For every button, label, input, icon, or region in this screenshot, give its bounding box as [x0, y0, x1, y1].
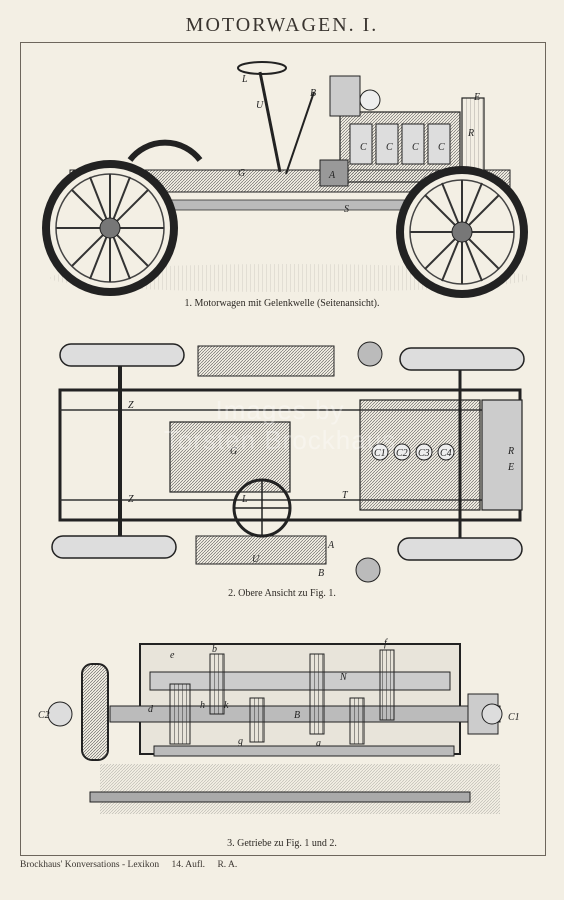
label-A: A	[328, 170, 336, 181]
plate-frame	[20, 42, 546, 856]
gearbox-engraving: e b f N h k B a d g C2 C1	[38, 638, 520, 814]
label-R: R	[507, 446, 514, 457]
top-view-engraving: Z Z G C1 C2 C3 C4 R E L T A U B	[51, 341, 525, 583]
label-B: B	[294, 710, 300, 721]
label-g: g	[238, 736, 243, 747]
label-N: N	[339, 672, 348, 683]
side-view-engraving: L U B E C C C C R A G S	[42, 61, 530, 298]
label-C2: C2	[396, 448, 408, 459]
label-U: U	[256, 100, 264, 111]
label-C3: C3	[418, 448, 430, 459]
footer-edition: 14. Aufl.	[171, 860, 206, 870]
label-S: S	[344, 204, 349, 215]
label-L: L	[241, 494, 248, 505]
label-Z: Z	[128, 400, 134, 411]
footer: Brockhaus' Konversations - Lexikon 14. A…	[20, 860, 247, 870]
label-b: b	[212, 644, 217, 655]
label-d: d	[148, 704, 154, 715]
label-a: a	[316, 738, 321, 749]
label-e: e	[170, 650, 175, 661]
label-C: C	[438, 142, 445, 153]
figure-3-gearbox: e b f N h k B a d g C2 C1	[30, 614, 534, 832]
page-title: MOTORWAGEN. I.	[185, 14, 379, 36]
label-U: U	[252, 554, 260, 565]
label-f: f	[384, 638, 388, 649]
label-C: C	[386, 142, 393, 153]
label-C: C	[412, 142, 419, 153]
label-C4: C4	[440, 448, 452, 459]
front-wheel	[396, 166, 528, 298]
label-C1: C1	[508, 712, 520, 723]
label-E: E	[473, 92, 480, 103]
label-A: A	[327, 540, 335, 551]
label-C1: C1	[374, 448, 386, 459]
label-G: G	[238, 168, 245, 179]
footer-source: Brockhaus' Konversations - Lexikon	[20, 860, 160, 870]
footer-ref: R. A.	[217, 860, 238, 870]
figure-3-caption: 3. Getriebe zu Fig. 1 und 2.	[227, 838, 337, 849]
figure-1-side-view: L U B E C C C C R A G S 1. Motorwagen mi…	[30, 52, 534, 302]
rear-wheel	[42, 160, 178, 296]
label-h: h	[200, 700, 205, 711]
label-G: G	[230, 446, 237, 457]
label-C: C	[360, 142, 367, 153]
label-B: B	[318, 568, 324, 579]
figure-2-top-view: Z Z G C1 C2 C3 C4 R E L T A U B	[30, 330, 534, 584]
label-L: L	[241, 74, 248, 85]
label-T: T	[342, 490, 349, 501]
label-Z: Z	[128, 494, 134, 505]
label-B: B	[310, 88, 316, 99]
label-R: R	[467, 128, 474, 139]
label-k: k	[224, 700, 229, 711]
figure-2-caption: 2. Obere Ansicht zu Fig. 1.	[228, 588, 336, 599]
label-C2: C2	[38, 710, 50, 721]
label-E: E	[507, 462, 514, 473]
figure-1-caption-line: 1. Motorwagen mit Gelenkwelle (Seitenans…	[184, 298, 380, 309]
